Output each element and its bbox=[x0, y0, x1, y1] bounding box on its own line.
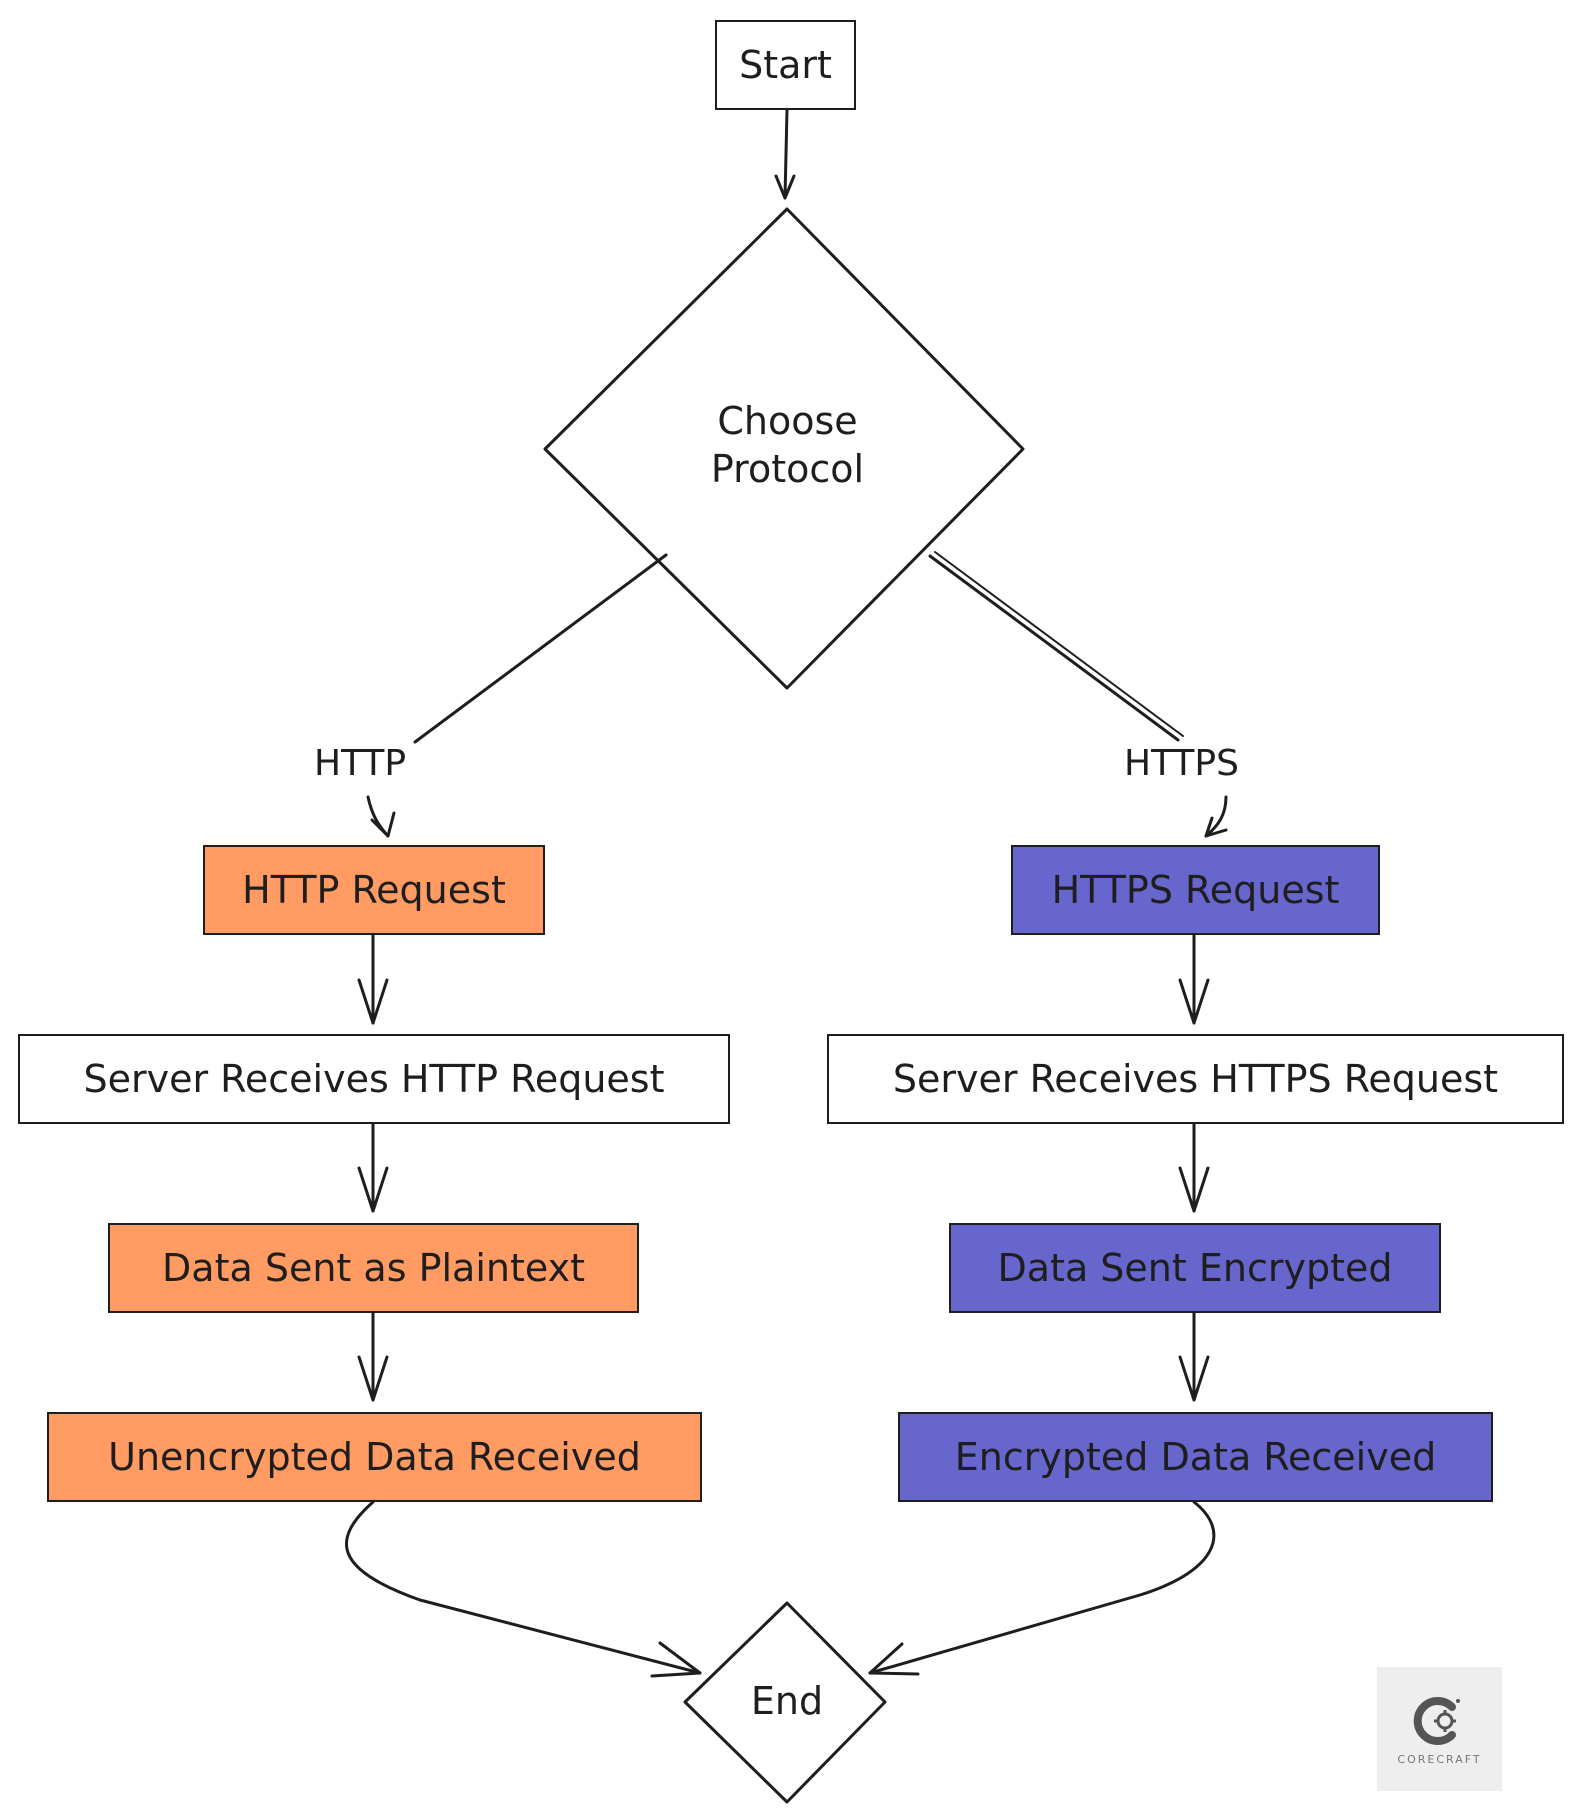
corecraft-logo: CORECRAFT bbox=[1377, 1667, 1502, 1791]
https-step-3-label: Data Sent Encrypted bbox=[997, 1246, 1393, 1290]
arrow-http-label-to-request bbox=[366, 795, 390, 838]
start-node: Start bbox=[715, 20, 856, 110]
end-diamond-shape bbox=[683, 1601, 887, 1804]
https-step-1-label: HTTPS Request bbox=[1051, 868, 1340, 912]
branch-label-https: HTTPS bbox=[1120, 743, 1243, 784]
http-step-4-label: Unencrypted Data Received bbox=[108, 1435, 641, 1479]
http-step-1-label: HTTP Request bbox=[242, 868, 506, 912]
branch-label-http: HTTP bbox=[310, 743, 411, 784]
https-step-1: HTTPS Request bbox=[1011, 845, 1380, 935]
curve-right-to-end bbox=[868, 1500, 1216, 1675]
decision-label-line-1: Choose bbox=[717, 399, 858, 443]
logo-text: CORECRAFT bbox=[1397, 1752, 1482, 1766]
https-step-4-label: Encrypted Data Received bbox=[954, 1435, 1437, 1479]
http-step-2-label: Server Receives HTTP Request bbox=[83, 1057, 665, 1101]
arrow-https-label-to-request bbox=[1204, 795, 1228, 838]
line-decision-to-http bbox=[413, 553, 668, 744]
http-step-2: Server Receives HTTP Request bbox=[18, 1034, 730, 1124]
curve-left-to-end bbox=[345, 1500, 702, 1675]
gear-c-icon bbox=[1413, 1696, 1460, 1745]
https-step-2-label: Server Receives HTTPS Request bbox=[892, 1057, 1499, 1101]
http-step-4: Unencrypted Data Received bbox=[47, 1412, 702, 1502]
decision-label: Choose Protocol bbox=[640, 397, 935, 493]
http-step-1: HTTP Request bbox=[203, 845, 545, 935]
https-step-2: Server Receives HTTPS Request bbox=[827, 1034, 1564, 1124]
decision-label-line-2: Protocol bbox=[710, 447, 865, 491]
end-label: End bbox=[750, 1679, 824, 1723]
start-label: Start bbox=[739, 43, 832, 87]
http-step-3: Data Sent as Plaintext bbox=[108, 1223, 639, 1313]
arrowhead bbox=[774, 174, 796, 200]
arrow-start-to-decision bbox=[783, 108, 789, 200]
https-step-4: Encrypted Data Received bbox=[898, 1412, 1493, 1502]
decision-diamond-shape bbox=[543, 207, 1025, 690]
http-step-3-label: Data Sent as Plaintext bbox=[162, 1246, 585, 1290]
https-step-3: Data Sent Encrypted bbox=[949, 1223, 1441, 1313]
line-decision-to-https bbox=[928, 554, 1180, 742]
